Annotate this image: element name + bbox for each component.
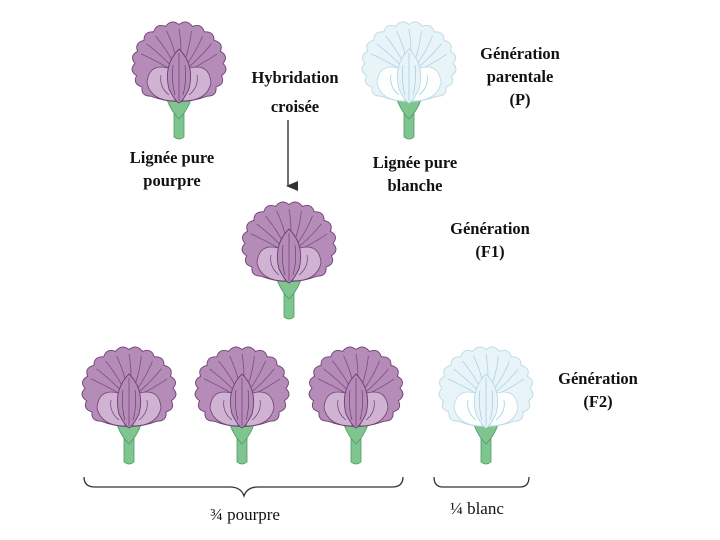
label-parent-purple: Lignée pure pourpre [112, 146, 232, 192]
brace-purple [83, 476, 404, 499]
label-generation-f2-line2: (F2) [583, 392, 613, 411]
label-parent-white-line2: blanche [387, 176, 443, 195]
label-generation-p-line3: (P) [509, 90, 531, 109]
flower-f2-1 [81, 346, 177, 465]
label-generation-p-line2: parentale [486, 67, 554, 86]
label-ratio-purple: ¾ pourpre [210, 505, 280, 524]
label-parent-white-line1: Lignée pure [372, 153, 458, 172]
label-generation-p-line1: Génération [480, 44, 560, 63]
label-cross-line2: croisée [270, 97, 320, 116]
label-cross-line1: Hybridation [251, 68, 339, 87]
label-parent-white: Lignée pure blanche [352, 151, 478, 197]
label-generation-f1: Génération (F1) [432, 217, 548, 263]
label-generation-p: Génération parentale (P) [462, 42, 578, 111]
flower-f1 [241, 201, 337, 320]
label-generation-f2-line1: Génération [558, 369, 638, 388]
label-parent-purple-line1: Lignée pure [129, 148, 215, 167]
flower-f2-4 [438, 346, 534, 465]
flower-f2-3 [308, 346, 404, 465]
label-generation-f2: Génération (F2) [540, 367, 656, 413]
label-generation-f1-line2: (F1) [475, 242, 505, 261]
label-parent-purple-line2: pourpre [143, 171, 201, 190]
flower-parent-white [361, 21, 457, 140]
label-ratio-white: ¼ blanc [450, 499, 504, 518]
flower-f2-2 [194, 346, 290, 465]
label-cross: Hybridation croisée [236, 66, 354, 118]
brace-white [433, 476, 530, 488]
flower-parent-purple [131, 21, 227, 140]
label-generation-f1-line1: Génération [450, 219, 530, 238]
